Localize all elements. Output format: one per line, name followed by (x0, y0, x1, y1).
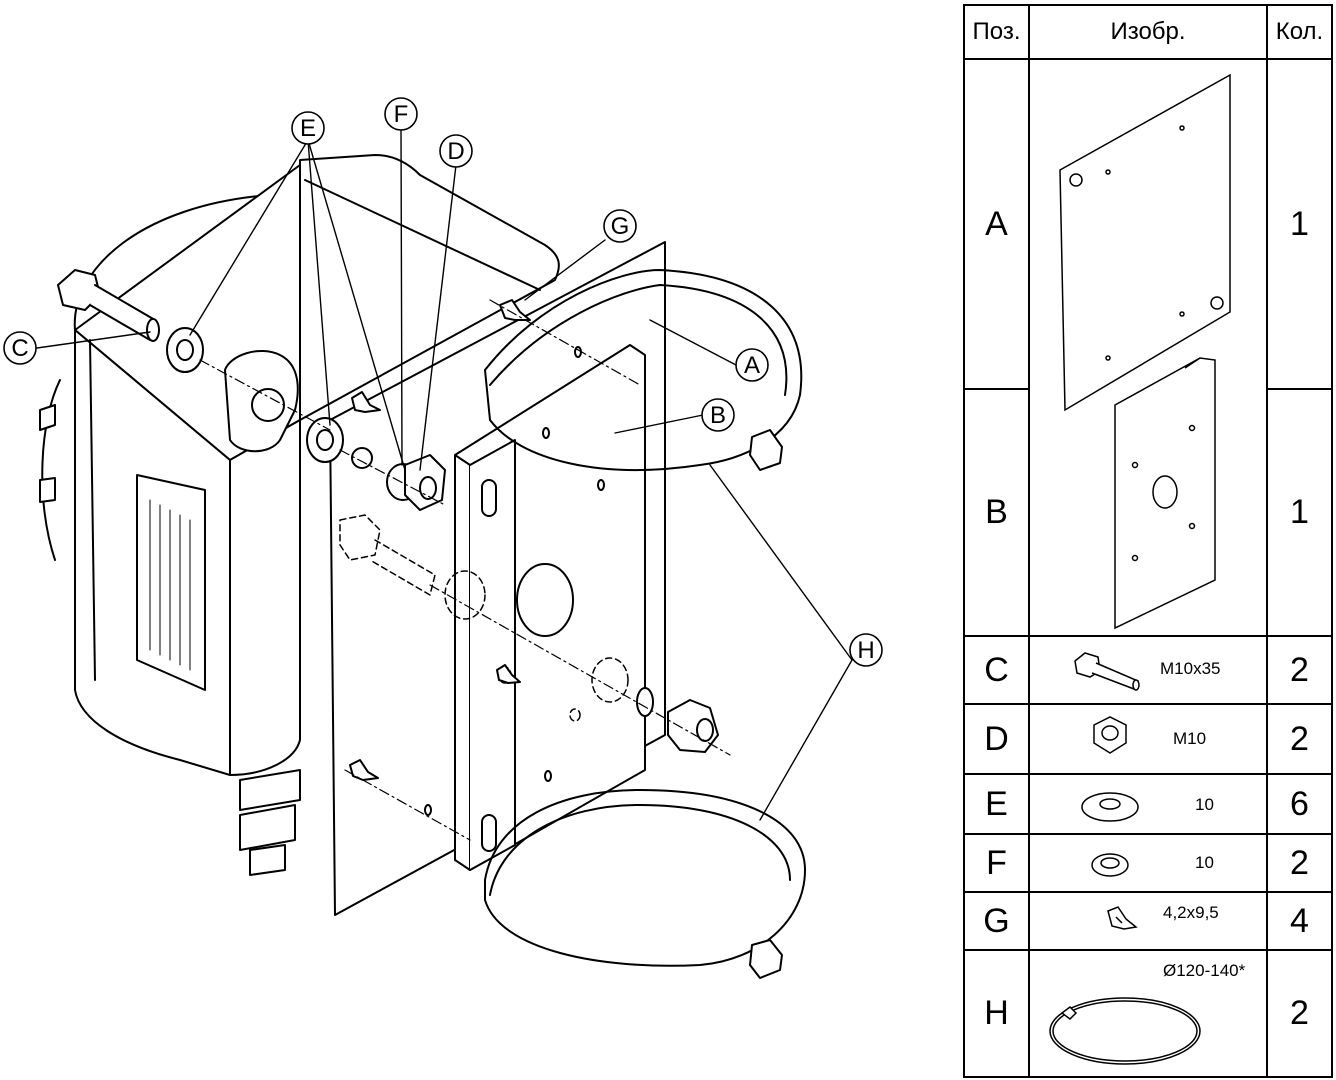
callout-h: H (849, 633, 883, 667)
table-row: E 10 6 (963, 773, 1333, 835)
callout-c: C (3, 331, 37, 365)
callout-e: E (291, 111, 325, 145)
nut-icon (1093, 716, 1127, 754)
callout-b: B (701, 398, 735, 432)
device-nameplate (136, 474, 206, 691)
nut-d-right (636, 687, 719, 753)
screws-g (349, 299, 531, 781)
callout-f: F (384, 97, 418, 131)
row-image: 4,2x9,5 (1028, 891, 1268, 951)
row-qty: 4 (1266, 891, 1333, 951)
parts-table: Поз. Изобр. Кол. A (963, 4, 1333, 1078)
table-row: B 1 (963, 388, 1333, 637)
row-image: 10 (1028, 833, 1268, 893)
clamp-ring-top (484, 269, 803, 471)
row-spec: 10 (1195, 795, 1214, 814)
table-row: A 1 (963, 58, 1333, 637)
row-qty: 1 (1266, 58, 1333, 390)
svg-text:H: H (857, 637, 874, 664)
screw-icon (1107, 906, 1138, 930)
device-housing (39, 154, 560, 876)
svg-text:F: F (394, 101, 409, 128)
row-spec: M10x35 (1160, 659, 1221, 678)
row-qty: 2 (1266, 949, 1333, 1078)
washer-e-middle (306, 417, 344, 463)
row-image (1028, 58, 1268, 637)
mounting-plate-icon (1059, 73, 1231, 412)
washer-e-left (166, 327, 204, 373)
hidden-parts (339, 514, 629, 722)
clamp-ring-bottom (484, 789, 806, 979)
table-row: F 10 2 (963, 833, 1333, 893)
table-header-row: Поз. Изобр. Кол. (963, 4, 1333, 60)
row-qty: 2 (1266, 703, 1333, 775)
clamp-ring-icon (1049, 997, 1201, 1065)
svg-text:C: C (11, 335, 28, 362)
row-spec: M10 (1173, 729, 1207, 748)
washer-icon (1081, 792, 1139, 822)
table-row: G 4,2x9,5 4 (963, 891, 1333, 951)
row-pos: D (963, 703, 1030, 775)
row-qty: 6 (1266, 773, 1333, 835)
row-image: M10 (1028, 703, 1268, 775)
table-row: C M10x35 2 (963, 635, 1333, 705)
leader-lines (36, 127, 853, 821)
svg-text:G: G (611, 213, 630, 240)
row-qty: 2 (1266, 833, 1333, 893)
row-spec: Ø120-140* (1163, 961, 1246, 980)
header-qty: Кол. (1266, 4, 1333, 60)
svg-text:B: B (710, 402, 726, 429)
row-pos: H (963, 949, 1030, 1078)
table-row: H Ø120-140* 2 (963, 949, 1333, 1078)
table-row: D M10 2 (963, 703, 1333, 775)
row-pos: B (963, 388, 1030, 637)
row-spec: 10 (1195, 853, 1214, 872)
assembly-drawing: C E F D G A B H (3, 97, 883, 979)
row-spec: 4,2x9,5 (1163, 903, 1219, 922)
bracket-b (454, 344, 646, 871)
header-pos: Поз. (963, 4, 1030, 60)
row-pos: G (963, 891, 1030, 951)
svg-text:E: E (300, 115, 316, 142)
header-image: Изобр. (1028, 4, 1268, 60)
row-image: M10x35 (1028, 635, 1268, 705)
row-qty: 1 (1266, 388, 1333, 637)
callout-g: G (603, 209, 637, 243)
callouts: C E F D G A B H (3, 97, 883, 667)
nut-d-top (386, 454, 446, 511)
bolt-c (57, 269, 160, 342)
row-qty: 2 (1266, 635, 1333, 705)
row-pos: E (963, 773, 1030, 835)
row-pos: F (963, 833, 1030, 893)
svg-text:A: A (744, 352, 760, 379)
svg-text:D: D (447, 138, 464, 165)
bolt-icon (1074, 652, 1140, 691)
spring-washer-icon (1091, 853, 1129, 877)
row-pos: C (963, 635, 1030, 705)
bracket-icon (1114, 357, 1216, 630)
row-image: Ø120-140* (1028, 949, 1268, 1078)
assembly-axes (199, 299, 731, 841)
callout-a: A (735, 348, 769, 382)
row-image: 10 (1028, 773, 1268, 835)
row-pos: A (963, 58, 1030, 390)
callout-d: D (439, 134, 473, 168)
